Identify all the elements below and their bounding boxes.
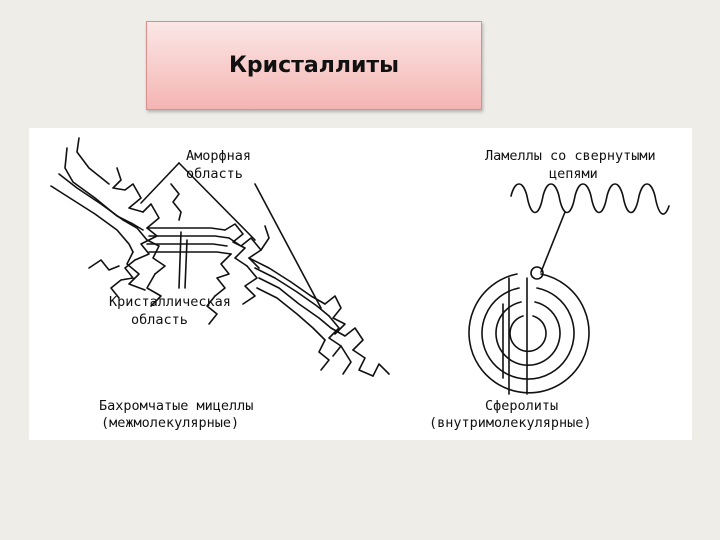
right-caption-line2: (внутримолекулярные) bbox=[429, 415, 592, 431]
spherulite-drawing bbox=[468, 266, 590, 395]
amorphous-label-line1: Аморфная bbox=[186, 148, 251, 164]
crystalline-label-line2: область bbox=[131, 312, 188, 328]
amorphous-label-line2: область bbox=[186, 166, 243, 182]
lamellae-label-line2: цепями bbox=[549, 166, 598, 182]
diagram-figure: Аморфная область Кристаллическая область… bbox=[29, 128, 692, 440]
lamellae-label-line1: Ламеллы со свернутыми bbox=[485, 148, 656, 164]
slide-title: Кристаллиты bbox=[228, 53, 400, 78]
left-caption-line1: Бахромчатые мицеллы bbox=[99, 398, 253, 414]
right-caption-line1: Сферолиты bbox=[485, 398, 558, 414]
left-caption-line2: (межмолекулярные) bbox=[101, 415, 239, 431]
fringed-micelle-drawing bbox=[50, 137, 390, 377]
title-box: Кристаллиты bbox=[146, 21, 482, 110]
crystalline-label-line1: Кристаллическая bbox=[109, 294, 231, 310]
diagram-svg: Аморфная область Кристаллическая область… bbox=[50, 137, 670, 431]
folded-chain-lamella-drawing bbox=[510, 183, 670, 273]
